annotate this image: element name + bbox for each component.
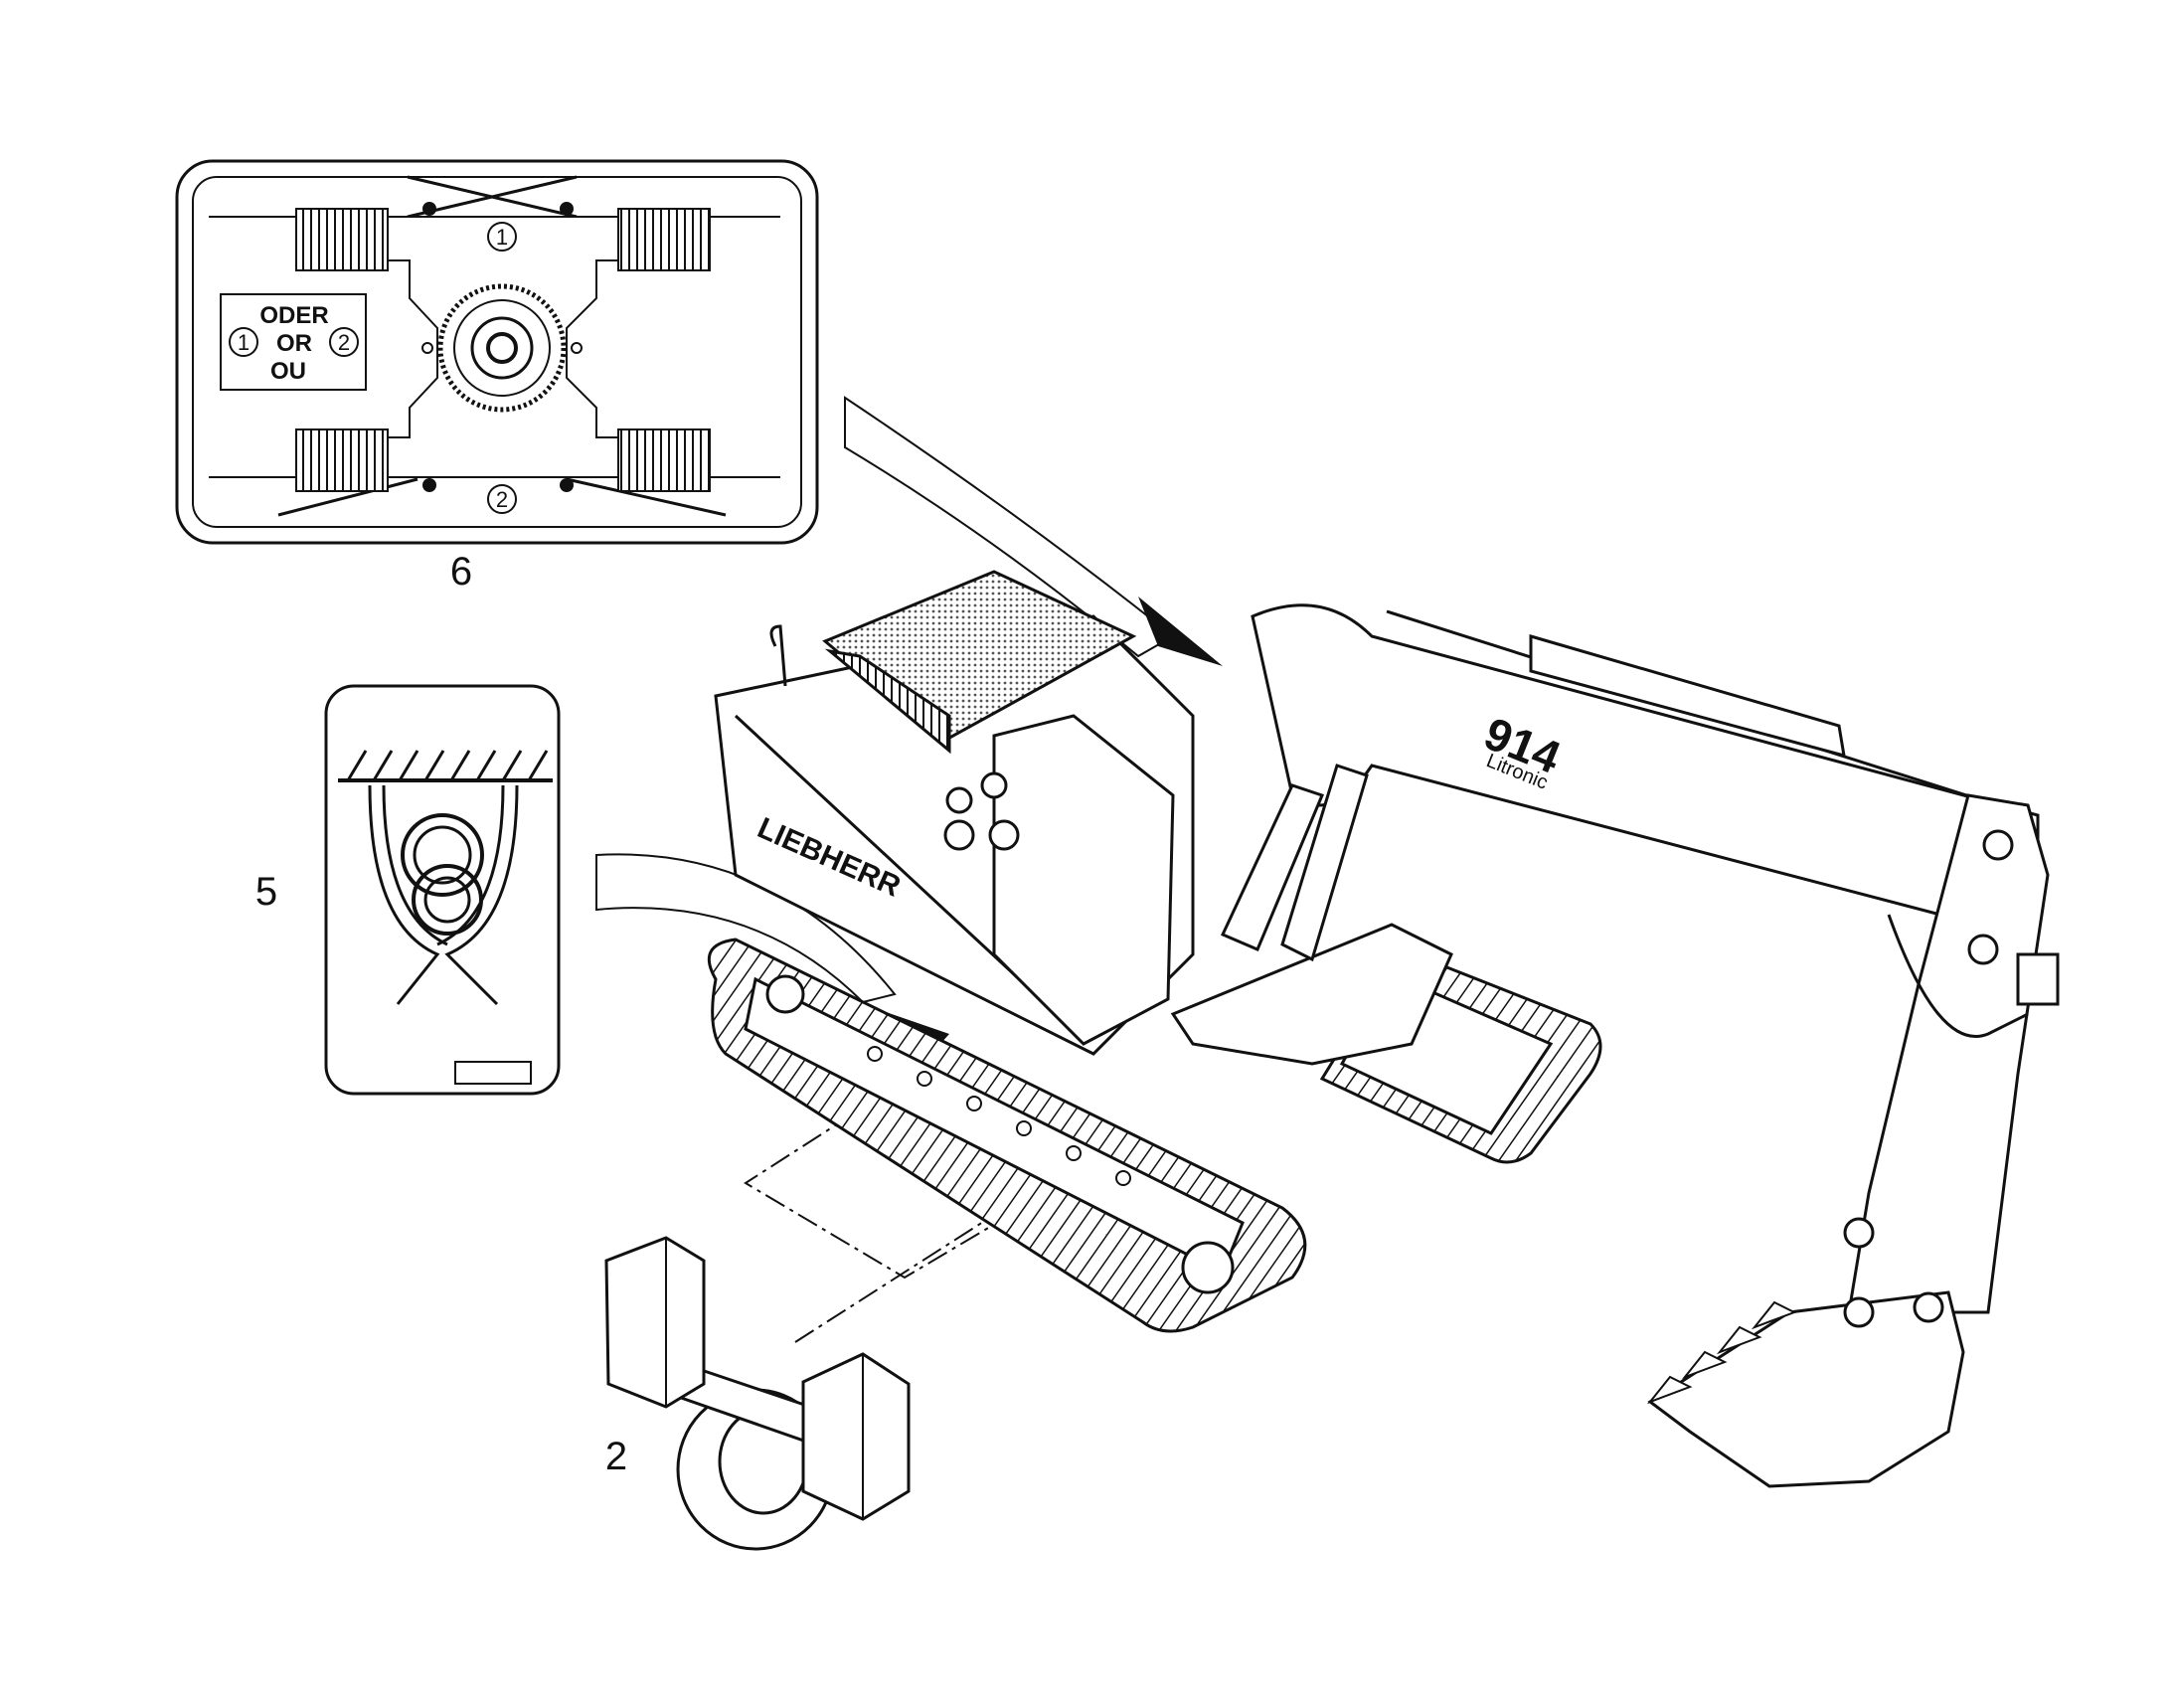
excavator-illustration (707, 570, 2060, 1488)
legend-line-3: OU (270, 358, 306, 385)
legend-marker-right: 2 (338, 330, 350, 355)
callout-5: 5 (255, 870, 277, 914)
callout-2: 2 (605, 1435, 627, 1478)
decal-marker-bottom: 2 (496, 487, 508, 512)
towing-shackle-icon (604, 1236, 911, 1551)
decal-marker-top: 1 (496, 225, 508, 250)
callout-6: 6 (450, 550, 472, 594)
legend-marker-left: 1 (238, 330, 250, 355)
legend-line-2: OR (276, 330, 312, 357)
legend-line-1: ODER (259, 302, 328, 329)
lifting-decal-icon: 1 2 1 2 ODER OR OU (175, 159, 819, 545)
lashing-decal-icon (324, 684, 561, 1096)
